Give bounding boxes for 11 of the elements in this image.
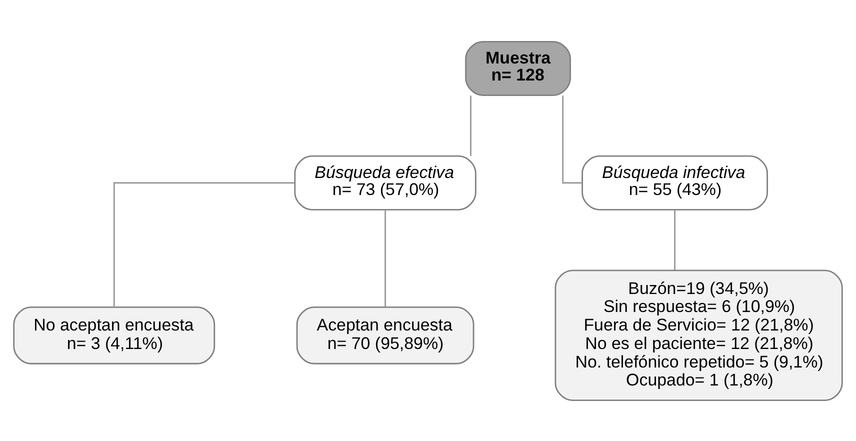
connector: [384, 209, 386, 306]
node-box: Muestra n= 128: [465, 40, 571, 96]
node-box: Búsqueda infectiva n= 55 (43%): [582, 154, 768, 210]
node-box: Aceptan encuesta n= 70 (95,89%): [296, 306, 474, 364]
connector: [113, 182, 295, 307]
connector: [562, 95, 582, 184]
node-box: Buzón=19 (34,5%) Sin respuesta= 6 (10,9%) Fuera de Servicio= 12 (21,8%) No es el paciente= 12 (21,8%) No. telefónico repetido= 5 (9,1%) Ocupado= 1 (1,8%): [554, 269, 843, 401]
connector: [470, 95, 472, 156]
connector: [674, 209, 676, 270]
node-box: No aceptan encuesta n= 3 (4,11%): [13, 306, 216, 364]
node-box: Búsqueda efectiva n= 73 (57,0%): [294, 154, 476, 210]
